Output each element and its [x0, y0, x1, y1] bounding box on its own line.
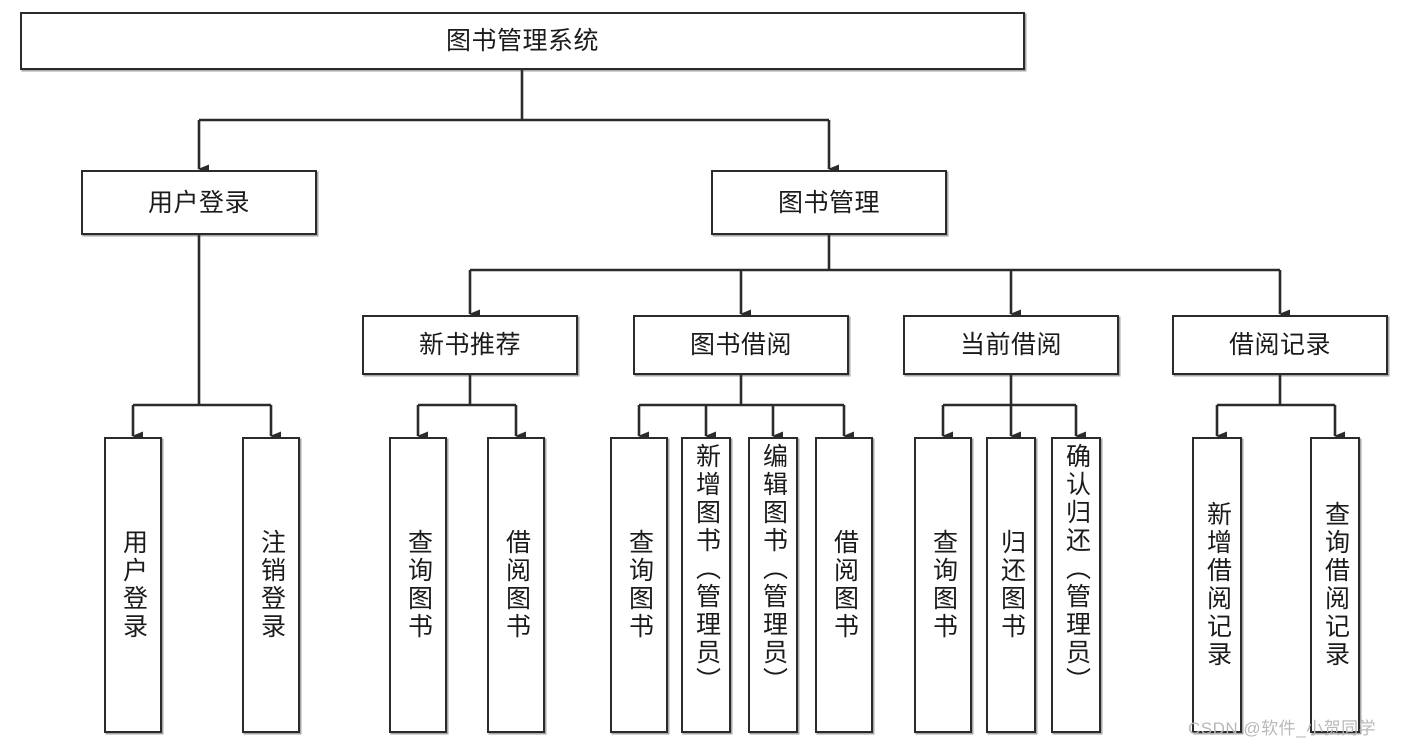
node-leaf-borrow-book[interactable]: 借阅图书 [815, 437, 873, 733]
node-level2-book-borrow[interactable]: 图书借阅 [633, 315, 849, 375]
node-level1-book-management-label: 图书管理 [777, 188, 880, 217]
node-root-label: 图书管理系统 [445, 27, 599, 55]
node-leaf-add-borrow-record[interactable]: 新增借阅记录 [1192, 437, 1242, 733]
node-level2-current-borrow-label: 当前借阅 [959, 331, 1062, 359]
node-leaf-logout-login-label: 注销登录 [257, 529, 286, 641]
node-leaf-confirm-return-admin[interactable]: 确认归还（管理员） [1051, 437, 1101, 733]
node-level2-new-book-recommend-label: 新书推荐 [418, 331, 521, 359]
node-leaf-edit-book-admin-label: 编辑图书（管理员） [759, 443, 788, 695]
node-level2-current-borrow[interactable]: 当前借阅 [903, 315, 1119, 375]
node-leaf-logout-login[interactable]: 注销登录 [242, 437, 300, 733]
node-level2-new-book-recommend[interactable]: 新书推荐 [362, 315, 578, 375]
node-leaf-query-book-current-label: 查询图书 [929, 529, 958, 641]
connector-paths [131, 70, 1345, 441]
node-root[interactable]: 图书管理系统 [20, 12, 1025, 70]
node-leaf-borrow-book-recommend-label: 借阅图书 [502, 529, 531, 641]
node-leaf-edit-book-admin[interactable]: 编辑图书（管理员） [748, 437, 798, 733]
node-leaf-query-book-current[interactable]: 查询图书 [914, 437, 972, 733]
node-leaf-add-book-admin[interactable]: 新增图书（管理员） [681, 437, 731, 733]
node-leaf-query-book-borrow[interactable]: 查询图书 [610, 437, 668, 733]
node-leaf-query-borrow-record-label: 查询借阅记录 [1321, 501, 1350, 669]
node-level2-book-borrow-label: 图书借阅 [689, 331, 792, 359]
node-leaf-borrow-book-recommend[interactable]: 借阅图书 [487, 437, 545, 733]
node-leaf-user-login-label: 用户登录 [119, 529, 148, 641]
node-level1-user-login[interactable]: 用户登录 [81, 170, 317, 235]
node-level2-borrow-record-label: 借阅记录 [1228, 331, 1331, 359]
node-leaf-query-borrow-record[interactable]: 查询借阅记录 [1310, 437, 1360, 733]
node-leaf-return-book-label: 归还图书 [997, 529, 1026, 641]
node-level2-borrow-record[interactable]: 借阅记录 [1172, 315, 1388, 375]
node-level1-book-management[interactable]: 图书管理 [711, 170, 947, 235]
node-leaf-borrow-book-label: 借阅图书 [830, 529, 859, 641]
node-leaf-query-book-recommend-label: 查询图书 [404, 529, 433, 641]
node-leaf-return-book[interactable]: 归还图书 [986, 437, 1036, 733]
node-leaf-confirm-return-admin-label: 确认归还（管理员） [1062, 443, 1091, 695]
csdn-watermark: CSDN @软件_小贺同学 [1188, 719, 1377, 738]
node-leaf-user-login[interactable]: 用户登录 [104, 437, 162, 733]
node-leaf-query-book-recommend[interactable]: 查询图书 [389, 437, 447, 733]
node-leaf-add-book-admin-label: 新增图书（管理员） [692, 443, 721, 695]
node-leaf-query-book-borrow-label: 查询图书 [625, 529, 654, 641]
node-level1-user-login-label: 用户登录 [147, 188, 250, 217]
node-leaf-add-borrow-record-label: 新增借阅记录 [1203, 501, 1232, 669]
